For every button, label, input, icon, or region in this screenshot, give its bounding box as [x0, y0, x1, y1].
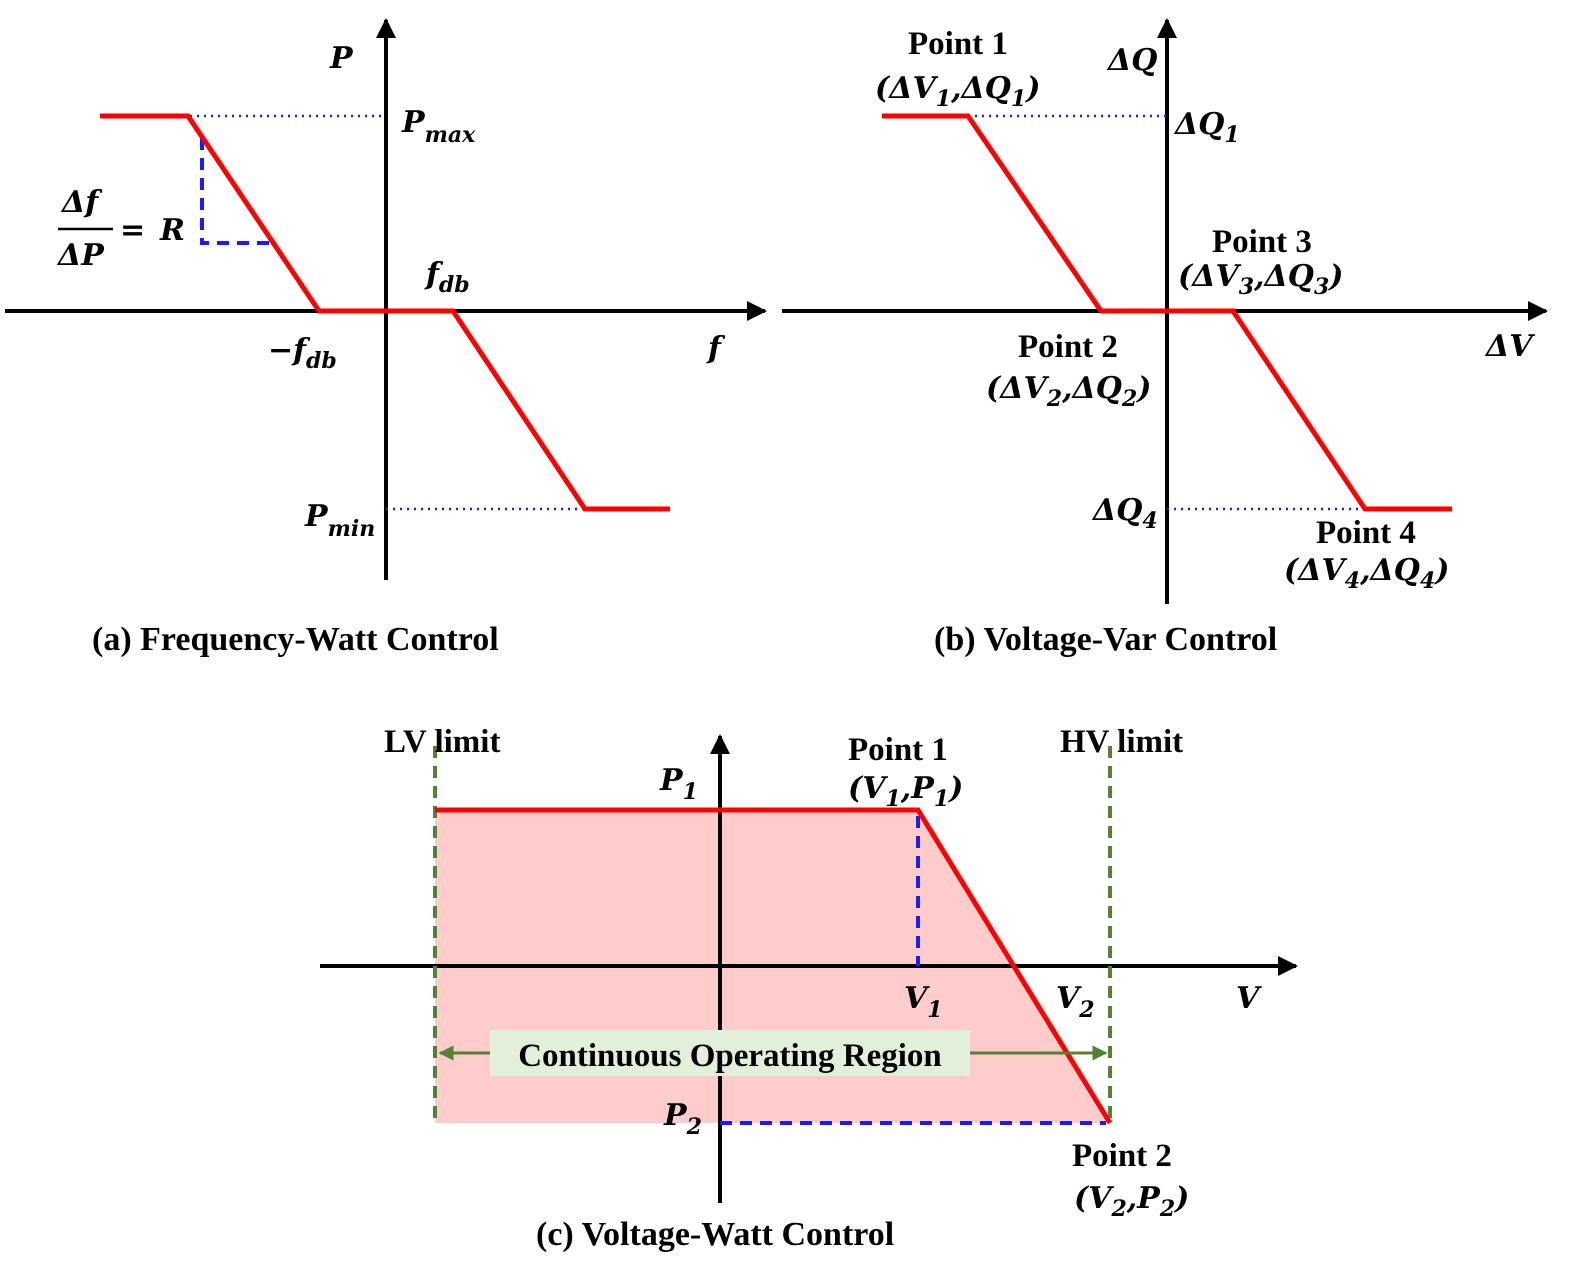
svg-text:Point 4: Point 4 [1316, 515, 1416, 551]
svg-text:(ΔV4,ΔQ4): (ΔV4,ΔQ4) [1284, 553, 1449, 594]
panel-c-caption: (c) Voltage-Watt Control [536, 1216, 894, 1253]
panel-a-response-curve [100, 113, 670, 512]
panel-b-x-axis-label: ΔV [1484, 329, 1535, 364]
panel-c-lv-limit-label: LV limit [384, 724, 500, 760]
svg-text:R: R [159, 213, 185, 248]
panel-c-voltage-watt: Continuous Operating Region LV limit HV … [320, 724, 1298, 1253]
panel-c-v2-label: V2 [1056, 981, 1095, 1023]
panel-b-response-curve [882, 113, 1452, 512]
svg-text:=: = [120, 213, 145, 248]
panel-a-caption: (a) Frequency-Watt Control [92, 621, 499, 658]
panel-b-y-axis-label: ΔQ [1106, 43, 1157, 78]
svg-text:(ΔV2,ΔQ2): (ΔV2,ΔQ2) [986, 371, 1151, 412]
panel-c-p2-label: P2 [663, 1098, 702, 1140]
panel-a-droop-formula: Δf ΔP = R [56, 185, 185, 273]
panel-b-point-3: Point 3 (ΔV3,ΔQ3) [1178, 224, 1343, 300]
svg-text:(V1,P1): (V1,P1) [848, 771, 963, 812]
panel-c-p1-label: P1 [659, 763, 698, 805]
panel-c-point-2: Point 2 (V2,P2) [1072, 1138, 1189, 1222]
svg-text:Δf: Δf [60, 185, 103, 220]
svg-text:(ΔV3,ΔQ3): (ΔV3,ΔQ3) [1178, 259, 1343, 300]
panel-a-y-axis-label: P [329, 41, 354, 76]
panel-c-x-axis-label: V [1236, 981, 1262, 1016]
panel-c-region-label: Continuous Operating Region [518, 1038, 942, 1074]
svg-text:(V2,P2): (V2,P2) [1074, 1181, 1189, 1222]
panel-c-response-curve [435, 807, 1113, 1125]
svg-text:Point 2: Point 2 [1072, 1138, 1172, 1174]
panel-a-neg-fdb-label: −fdb [268, 333, 337, 374]
svg-text:ΔP: ΔP [56, 238, 105, 273]
svg-text:Point 2: Point 2 [1018, 329, 1118, 365]
panel-c-hv-limit-label: HV limit [1060, 724, 1183, 760]
panel-c-v1-label: V1 [904, 981, 943, 1023]
panel-a-pmin-label: Pmin [304, 499, 375, 542]
panel-b-point-2: Point 2 (ΔV2,ΔQ2) [986, 329, 1151, 412]
panel-a-frequency-watt: P f Pmax Pmin fdb −fdb Δf ΔP = R (a) Fre… [5, 18, 767, 658]
svg-text:Point 1: Point 1 [908, 26, 1008, 62]
panel-c-point-1: Point 1 (V1,P1) [848, 732, 963, 812]
svg-text:(ΔV1,ΔQ1): (ΔV1,ΔQ1) [875, 71, 1040, 112]
panel-b-voltage-var: ΔQ ΔV ΔQ1 ΔQ4 Point 1 (ΔV1,ΔQ1) Point 2 … [782, 18, 1548, 658]
panel-b-dq1-label: ΔQ1 [1173, 107, 1240, 148]
panel-b-point-4: Point 4 (ΔV4,ΔQ4) [1284, 515, 1449, 594]
panel-a-pmax-label: Pmax [401, 105, 476, 148]
panel-a-x-axis-label: f [706, 331, 726, 366]
panel-b-point-1: Point 1 (ΔV1,ΔQ1) [875, 26, 1040, 112]
svg-text:Point 3: Point 3 [1212, 224, 1312, 260]
panel-b-caption: (b) Voltage-Var Control [934, 621, 1277, 658]
panel-a-droop-triangle [200, 138, 275, 245]
panel-b-dq4-label: ΔQ4 [1091, 493, 1158, 534]
panel-c-region-label-box [490, 1030, 970, 1076]
svg-text:Point 1: Point 1 [848, 732, 948, 768]
panel-a-fdb-label: fdb [424, 257, 470, 298]
